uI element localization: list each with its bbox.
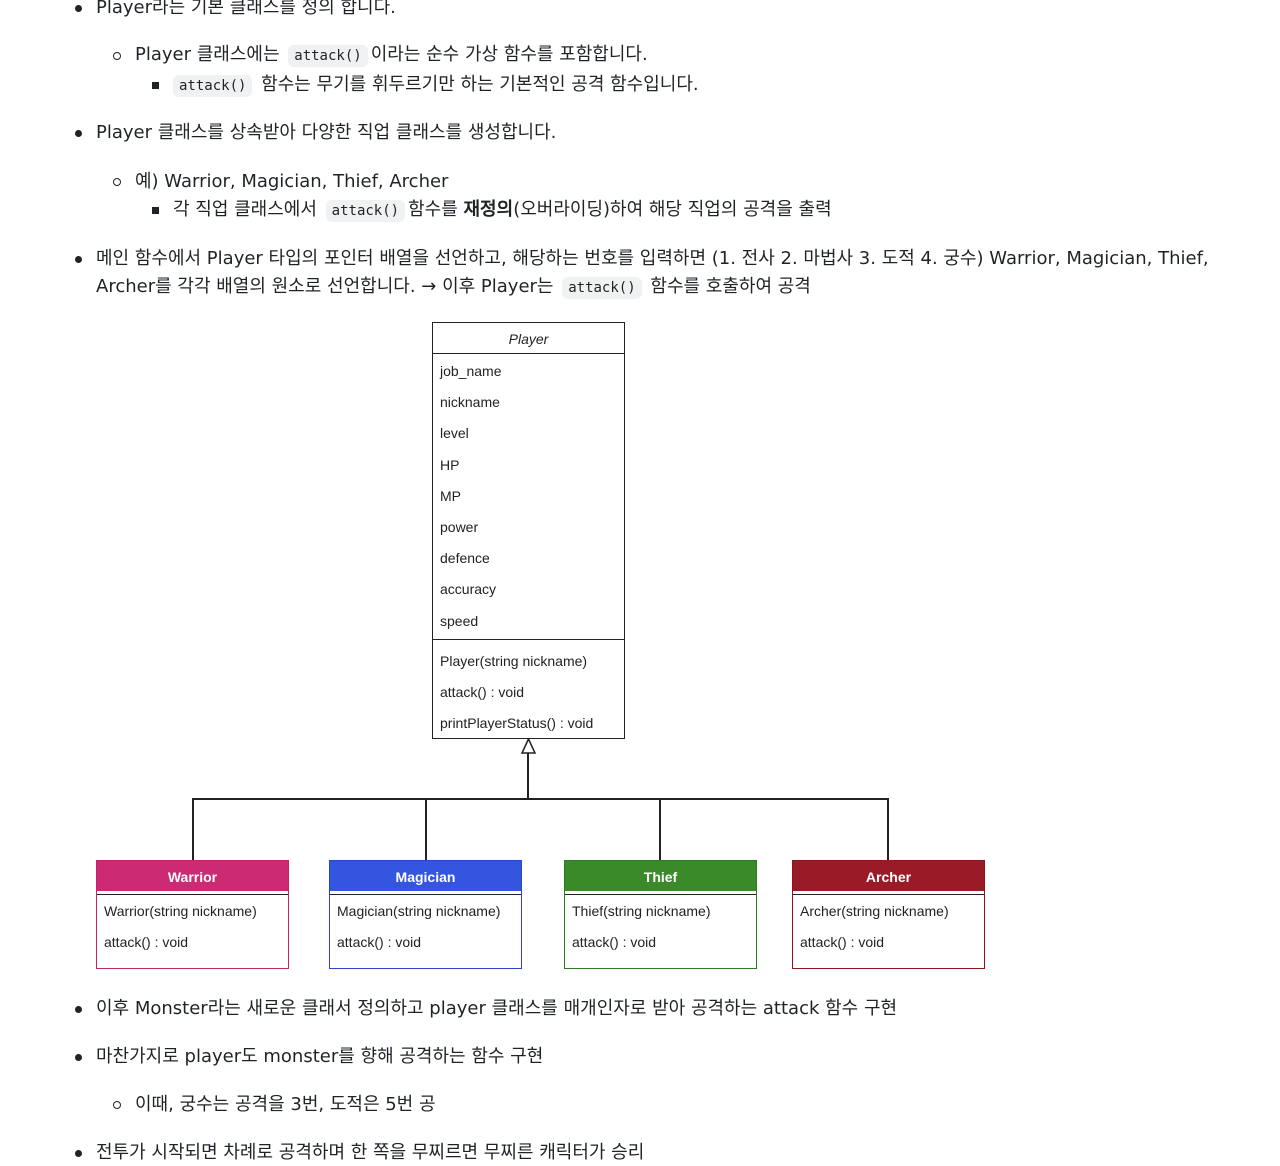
list-item-text: Archer를 각각 배열의 원소로 선언합니다. → 이후 Player는 xyxy=(96,276,560,297)
uml-attribute: power xyxy=(440,518,479,535)
bullet-circle-icon xyxy=(113,52,121,60)
list-item: 예) Warrior, Magician, Thief, Archer xyxy=(135,169,448,195)
uml-class-thief: Thief Thief(string nickname) attack() : … xyxy=(564,860,757,969)
list-item-text: 함수는 무기를 휘두르기만 하는 기본적인 공격 함수입니다. xyxy=(255,74,699,95)
uml-attribute: job_name xyxy=(440,363,502,379)
list-item-text: 이때, 궁수는 공격을 3번, 도적은 5번 공 xyxy=(135,1094,436,1115)
list-item-text: Player라는 기본 클래스를 정의 합니다. xyxy=(96,0,396,18)
bullet-disc-icon xyxy=(75,1150,82,1157)
inline-code: attack() xyxy=(173,75,253,97)
list-item-text: 전투가 시작되면 차례로 공격하며 한 쪽을 무찌르면 무찌른 캐릭터가 승리 xyxy=(96,1142,645,1163)
bullet-circle-icon xyxy=(113,1101,121,1109)
list-item: 메인 함수에서 Player 타입의 포인터 배열을 선언하고, 해당하는 번호… xyxy=(96,246,1209,272)
list-item-text: 함수를 xyxy=(408,199,464,220)
uml-attribute: accuracy xyxy=(440,581,497,598)
list-item: Player라는 기본 클래스를 정의 합니다. xyxy=(96,0,396,21)
inline-code: attack() xyxy=(288,45,368,67)
uml-method: Warrior(string nickname) xyxy=(104,903,257,919)
bullet-disc-icon xyxy=(75,5,82,12)
connector-line xyxy=(887,798,889,860)
list-item-text: 각 직업 클래스에서 xyxy=(173,199,323,220)
inline-code: attack() xyxy=(562,277,642,299)
uml-method: attack() : void xyxy=(800,934,885,950)
uml-method: Archer(string nickname) xyxy=(800,903,949,919)
uml-method: attack() : void xyxy=(572,934,657,950)
uml-class-name: Archer xyxy=(793,861,984,891)
list-item-text: 이라는 순수 가상 함수를 포함합니다. xyxy=(370,44,648,65)
uml-attribute: defence xyxy=(440,550,490,567)
uml-method: attack() : void xyxy=(104,934,189,950)
bullet-circle-icon xyxy=(113,178,121,186)
list-item-text: 메인 함수에서 Player 타입의 포인터 배열을 선언하고, 해당하는 번호… xyxy=(96,248,1209,269)
bullet-square-icon xyxy=(152,82,159,89)
uml-attribute: speed xyxy=(440,612,479,629)
connector-line xyxy=(192,798,889,800)
uml-attribute: level xyxy=(440,425,469,442)
list-item-text: 함수를 호출하여 공격 xyxy=(644,276,811,297)
bold-text: 재정의 xyxy=(463,199,514,220)
list-item-continuation: Archer를 각각 배열의 원소로 선언합니다. → 이후 Player는 a… xyxy=(96,274,811,301)
list-item: Player 클래스에는 attack()이라는 순수 가상 함수를 포함합니다… xyxy=(135,42,648,69)
uml-attribute: HP xyxy=(440,456,460,473)
bullet-square-icon xyxy=(152,207,159,214)
uml-method: Player(string nickname) xyxy=(440,652,588,669)
connector-line xyxy=(527,753,529,799)
uml-method: printPlayerStatus() : void xyxy=(440,715,594,732)
uml-class-name: Player xyxy=(433,323,624,354)
uml-class-archer: Archer Archer(string nickname) attack() … xyxy=(792,860,985,969)
bullet-disc-icon xyxy=(75,256,82,263)
inheritance-arrow-icon xyxy=(520,738,537,754)
uml-class-warrior: Warrior Warrior(string nickname) attack(… xyxy=(96,860,289,969)
uml-class-name: Warrior xyxy=(97,861,288,891)
uml-method: attack() : void xyxy=(337,934,422,950)
uml-class-name: Thief xyxy=(565,861,756,891)
uml-attribute: MP xyxy=(440,487,461,504)
list-item: 전투가 시작되면 차례로 공격하며 한 쪽을 무찌르면 무찌른 캐릭터가 승리 xyxy=(96,1140,644,1166)
list-item: attack() 함수는 무기를 휘두르기만 하는 기본적인 공격 함수입니다. xyxy=(170,72,699,99)
list-item-text: Player 클래스에는 xyxy=(135,44,286,65)
list-item: 이후 Monster라는 새로운 클래서 정의하고 player 클래스를 매개… xyxy=(96,996,897,1022)
connector-line xyxy=(192,798,194,860)
list-item: 각 직업 클래스에서 attack()함수를 재정의(오버라이딩)하여 해당 직… xyxy=(173,197,832,224)
list-item-text: Player 클래스를 상속받아 다양한 직업 클래스를 생성합니다. xyxy=(96,122,557,143)
inline-code: attack() xyxy=(325,200,406,222)
bullet-disc-icon xyxy=(75,130,82,137)
list-item: 마찬가지로 player도 monster를 향해 공격하는 함수 구현 xyxy=(96,1044,543,1070)
connector-line xyxy=(659,798,661,860)
uml-method: Thief(string nickname) xyxy=(572,903,711,919)
uml-class-magician: Magician Magician(string nickname) attac… xyxy=(329,860,522,969)
list-item: Player 클래스를 상속받아 다양한 직업 클래스를 생성합니다. xyxy=(96,120,556,146)
uml-method: attack() : void xyxy=(440,683,525,700)
uml-attribute: nickname xyxy=(440,394,500,411)
list-item-text: 마찬가지로 player도 monster를 향해 공격하는 함수 구현 xyxy=(96,1046,544,1067)
bullet-disc-icon xyxy=(75,1006,82,1013)
uml-class-name: Magician xyxy=(330,861,521,891)
uml-method: Magician(string nickname) xyxy=(337,903,501,919)
uml-class-player: Player job_name nickname level HP MP pow… xyxy=(432,322,625,739)
connector-line xyxy=(425,798,427,860)
list-item-text: 이후 Monster라는 새로운 클래서 정의하고 player 클래스를 매개… xyxy=(96,998,898,1019)
uml-divider xyxy=(433,638,624,640)
bullet-disc-icon xyxy=(75,1054,82,1061)
list-item: 이때, 궁수는 공격을 3번, 도적은 5번 공 xyxy=(135,1092,436,1118)
list-item-text: (오버라이딩)하여 해당 직업의 공격을 출력 xyxy=(513,199,832,220)
list-item-text: 예) Warrior, Magician, Thief, Archer xyxy=(135,171,449,192)
